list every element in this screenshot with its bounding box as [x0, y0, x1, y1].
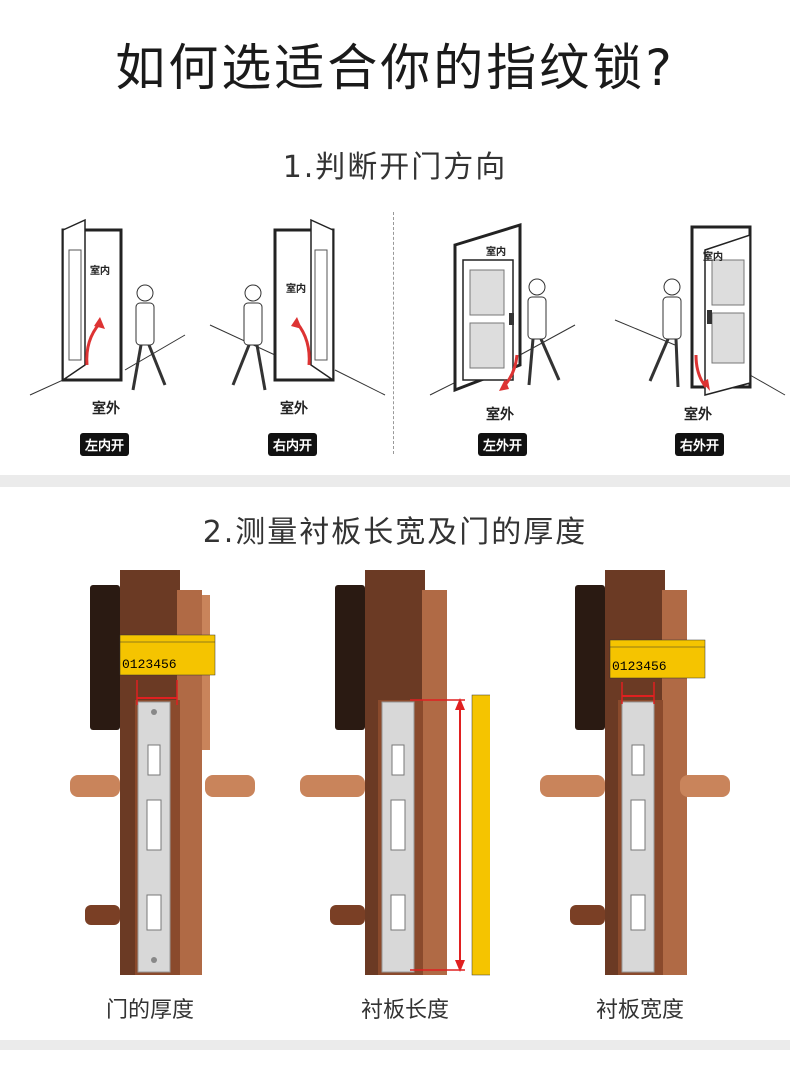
caption-door-thickness: 门的厚度 [105, 998, 194, 1023]
caption-plate-width: 衬板宽度 [595, 998, 684, 1023]
inside-label: 室内 [286, 284, 306, 295]
ruler-digits: 0123456 [122, 657, 177, 672]
section-divider [0, 475, 790, 487]
lock-plate-length-illustration [300, 570, 490, 976]
tag-left-outward: 左外开 [478, 433, 528, 456]
inside-label: 室内 [90, 266, 110, 277]
outside-label: 室外 [486, 407, 514, 423]
bottom-band [0, 1040, 790, 1050]
section1-separator [393, 212, 394, 454]
door-right-outward-illustration [614, 225, 786, 396]
outside-label: 室外 [280, 401, 308, 417]
tag-right-outward: 右外开 [675, 433, 725, 456]
section1-heading: 1.判断开门方向 [282, 150, 508, 185]
page-title: 如何选适合你的指纹锁? [115, 39, 675, 97]
outside-label: 室外 [684, 407, 712, 423]
lock-plate-width-illustration: 0123456 [540, 570, 730, 975]
tag-right-inward: 右内开 [268, 433, 318, 456]
caption-plate-length: 衬板长度 [360, 998, 449, 1023]
door-left-inward-illustration [29, 218, 186, 396]
tag-left-inward: 左内开 [80, 433, 130, 456]
section2-heading: 2.测量衬板长宽及门的厚度 [202, 515, 588, 550]
door-left-outward-illustration [429, 222, 576, 396]
door-right-inward-illustration [209, 218, 386, 396]
outside-label: 室外 [92, 401, 120, 417]
ruler-digits: 0123456 [612, 659, 667, 674]
inside-label: 室内 [486, 247, 506, 258]
inside-label: 室内 [703, 252, 723, 263]
lock-door-thickness-illustration: 0123456 [70, 570, 255, 975]
